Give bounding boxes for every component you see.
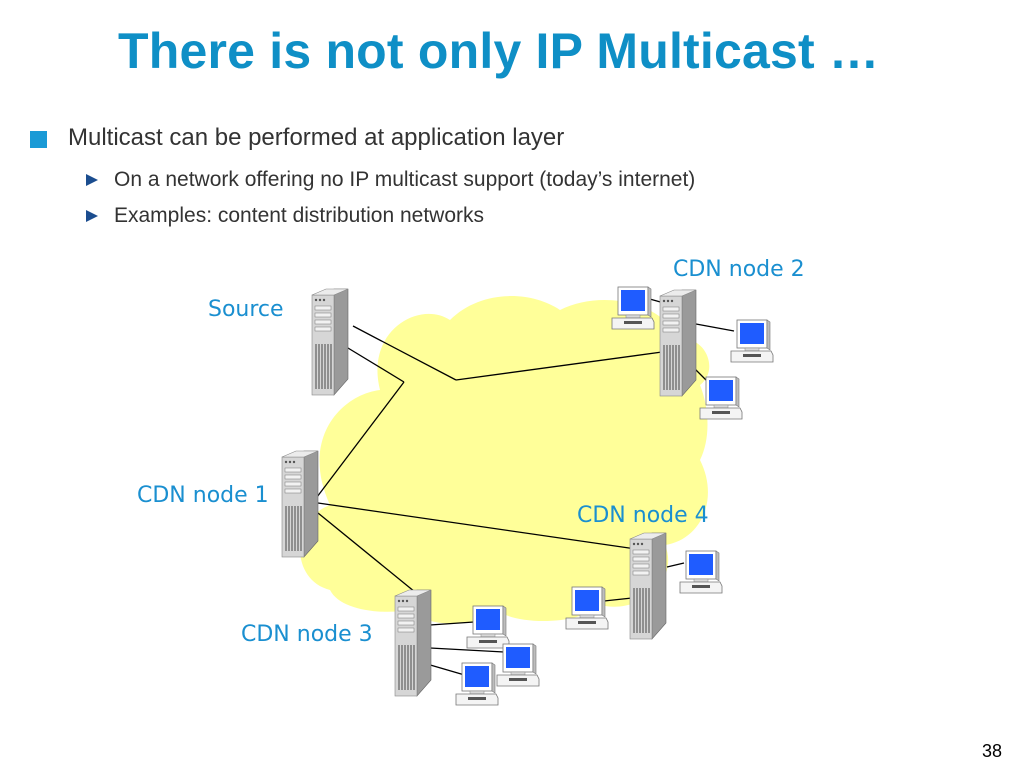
server-icon xyxy=(281,450,319,558)
label-cdn-node-4: CDN node 4 xyxy=(577,503,709,528)
computer-icon xyxy=(496,643,540,687)
computer-icon xyxy=(699,376,743,420)
computer-icon xyxy=(455,662,499,706)
server-icon xyxy=(629,532,667,640)
page-number: 38 xyxy=(981,741,1002,761)
link-cdn4-client xyxy=(603,597,633,602)
label-cdn-node-3: CDN node 3 xyxy=(241,622,373,647)
computer-icon xyxy=(611,286,655,330)
link-cdn4-client xyxy=(666,562,685,568)
network-cloud xyxy=(300,296,710,624)
arrow-bullet-icon xyxy=(86,210,98,222)
slide-title: There is not only IP Multicast … xyxy=(118,23,880,79)
computer-icon xyxy=(679,550,723,594)
label-cdn-node-1: CDN node 1 xyxy=(137,483,269,508)
computer-icon xyxy=(565,586,609,630)
computer-icon xyxy=(466,605,510,649)
sub-bullet-text: Examples: content distribution networks xyxy=(114,204,485,227)
bullet-text: Multicast can be performed at applicatio… xyxy=(68,124,565,151)
link-cdn1-cdn3 xyxy=(317,512,416,593)
square-bullet-icon xyxy=(30,131,47,148)
label-cdn-node-2: CDN node 2 xyxy=(673,257,805,282)
server-icon xyxy=(394,589,432,697)
sub-bullet-text: On a network offering no IP multicast su… xyxy=(114,168,696,191)
link-source-cdn2 xyxy=(352,325,457,381)
server-icon xyxy=(311,288,349,396)
link-cdn2-client xyxy=(695,323,735,332)
server-icon xyxy=(659,289,697,397)
arrow-bullet-icon xyxy=(86,174,98,186)
link-source-cdn1 xyxy=(342,344,405,383)
link-source-cdn1 xyxy=(316,381,405,498)
link-source-cdn2 xyxy=(455,351,663,381)
computer-icon xyxy=(730,319,774,363)
label-source: Source xyxy=(208,297,284,322)
link-cdn3-client xyxy=(429,621,475,626)
link-cdn3-client xyxy=(429,647,505,653)
link-cdn1-cdn4 xyxy=(317,502,637,550)
